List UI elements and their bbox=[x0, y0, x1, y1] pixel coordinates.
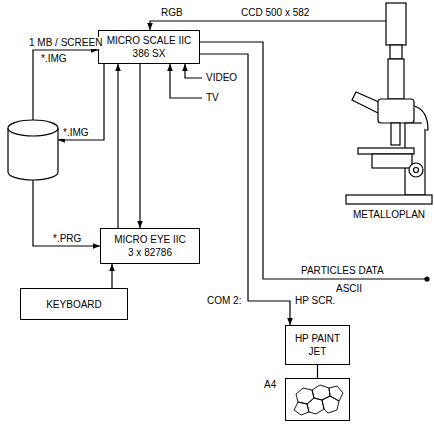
process-box: KEYBOARD bbox=[20, 288, 128, 320]
process-box: MICRO EYE IIC3 x 82786 bbox=[100, 228, 200, 264]
signal-label: HP SCR. bbox=[294, 295, 336, 307]
signal-label: ASCII bbox=[335, 283, 363, 295]
signal-label: TV bbox=[205, 92, 220, 104]
signal-label: *.IMG bbox=[40, 53, 68, 65]
signal-label: *.IMG bbox=[62, 127, 90, 139]
box-text: 386 SX bbox=[133, 47, 166, 60]
signal-label: VIDEO bbox=[205, 72, 238, 84]
box-text: HP PAINT JET bbox=[292, 332, 343, 358]
paper-box: A4 bbox=[285, 378, 350, 421]
img-wire bbox=[58, 64, 104, 140]
tv-wire bbox=[170, 64, 202, 98]
process-box: HP PAINT JET bbox=[285, 325, 350, 365]
paper-label: A4 bbox=[264, 379, 276, 391]
ascii-wire bbox=[200, 42, 426, 279]
port-label: COM 2: bbox=[206, 295, 242, 307]
signal-label: CCD 500 x 582 bbox=[240, 7, 310, 19]
connector bbox=[111, 264, 112, 288]
connector bbox=[139, 64, 140, 228]
microscope-illustration bbox=[346, 3, 432, 204]
signal-label: PARTICLES DATA bbox=[300, 265, 385, 277]
box-text: KEYBOARD bbox=[46, 298, 102, 311]
box-text: MICRO EYE IIC bbox=[114, 233, 186, 246]
grain-sketch bbox=[294, 385, 343, 415]
connector bbox=[317, 365, 318, 378]
signal-label: *.PRG bbox=[52, 233, 82, 245]
img-wire bbox=[33, 50, 98, 120]
prg-wire bbox=[33, 180, 100, 246]
box-text: MICRO SCALE IIC bbox=[107, 34, 191, 47]
signal-label: RGB bbox=[160, 7, 184, 19]
connector bbox=[117, 64, 118, 228]
disk-symbol bbox=[8, 120, 58, 180]
wire-end-dot bbox=[425, 277, 429, 281]
process-box: MICRO SCALE IIC386 SX bbox=[98, 30, 200, 64]
box-text: 3 x 82786 bbox=[128, 246, 172, 259]
signal-label: 1 MB / SCREEN bbox=[28, 37, 103, 49]
connector bbox=[200, 54, 290, 325]
signal-label: METALLOPLAN bbox=[352, 209, 426, 221]
rgb-wire bbox=[150, 21, 386, 30]
video-wire bbox=[185, 64, 202, 78]
